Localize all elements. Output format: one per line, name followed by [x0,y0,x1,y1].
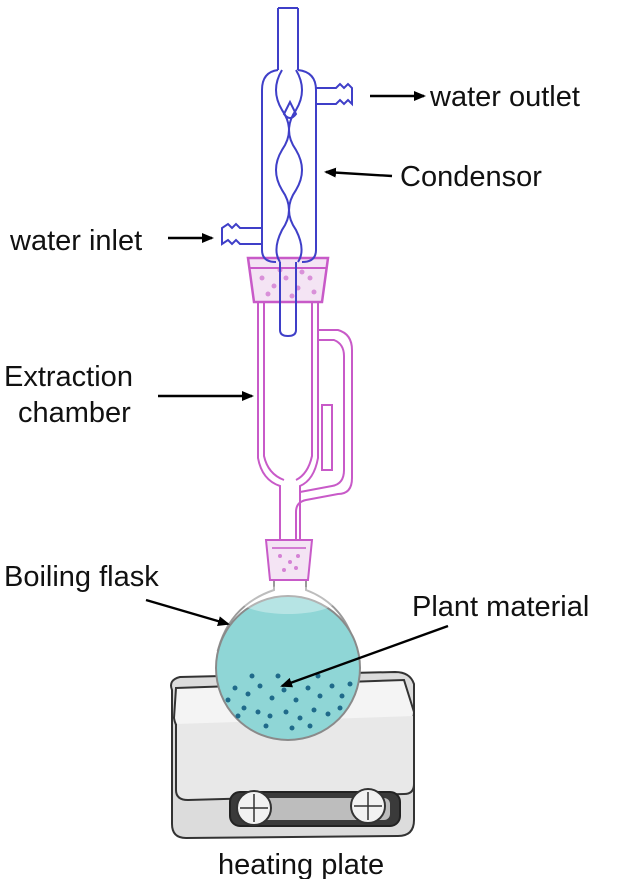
extraction-chamber [257,299,353,540]
arrow-icon [145,598,230,626]
arrow-boiling-flask [145,598,230,626]
label-heating-plate: heating plate [218,849,384,879]
arrow-plant-material [280,624,449,688]
knob-icon [350,788,386,824]
arrow-icon [324,167,393,178]
boiling-flask [215,560,361,741]
label-extraction-line1: Extraction [4,361,133,393]
neck-joint [264,539,314,581]
label-water-outlet: water outlet [429,81,580,113]
condenser [221,7,353,338]
label-water-inlet: water inlet [9,225,142,257]
label-extraction-line2: chamber [18,397,131,429]
plant-material-particles [225,673,353,731]
top-stopper [246,256,330,304]
arrow-icon [280,624,449,688]
label-condensor: Condensor [400,161,542,193]
label-boiling-flask: Boiling flask [4,561,159,593]
arrow-condensor [324,167,393,178]
label-plant-material: Plant material [412,591,589,623]
knob-icon [236,790,272,826]
